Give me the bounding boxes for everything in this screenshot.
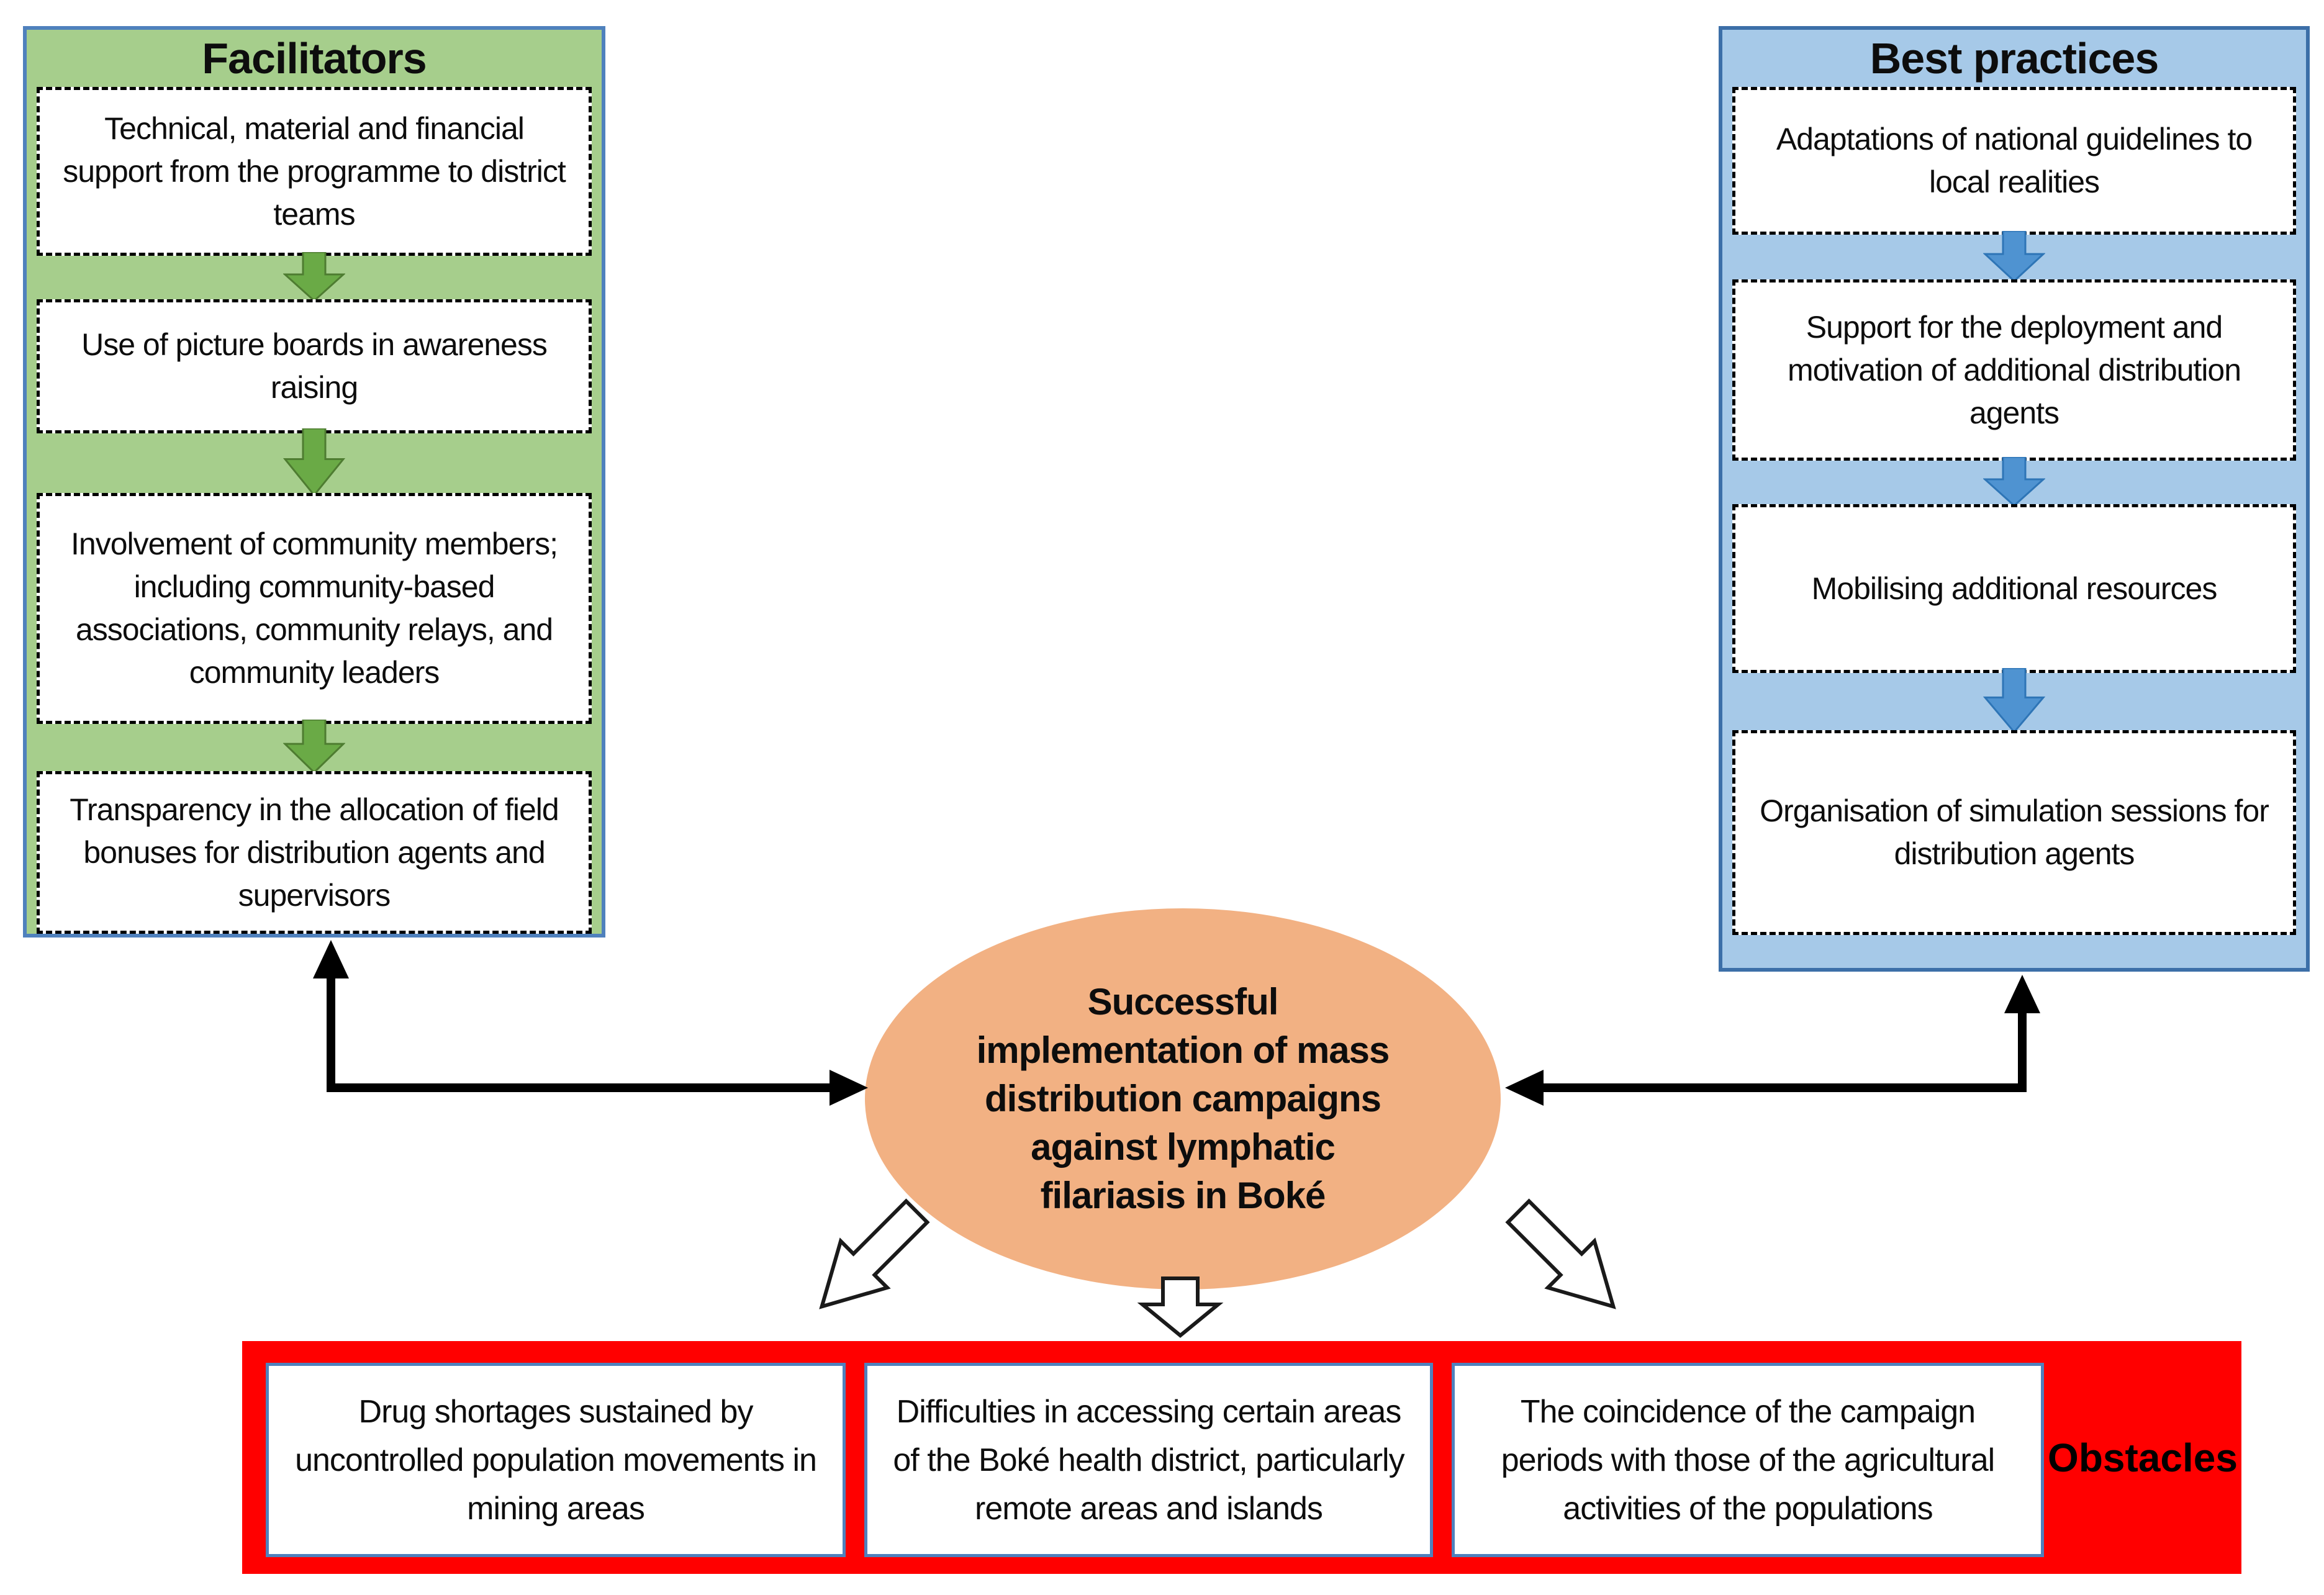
white-outline-arrow-right	[1505, 1198, 1616, 1309]
obstacles-bar: Drug shortages sustained by uncontrolled…	[242, 1341, 2241, 1574]
facilitators-title: Facilitators	[202, 34, 427, 83]
obstacle-item-text: Drug shortages sustained by uncontrolled…	[295, 1393, 817, 1527]
best-practice-item: Organisation of simulation sessions for …	[1732, 730, 2296, 935]
obstacles-title: Obstacles	[2048, 1435, 2238, 1480]
best-practice-item-text: Adaptations of national guidelines to lo…	[1776, 122, 2253, 199]
black-elbow-connector-right	[1505, 975, 2040, 1106]
black-elbow-connector-left	[313, 940, 868, 1106]
facilitator-item-text: Use of picture boards in awareness raisi…	[81, 327, 548, 405]
blue-down-arrow-icon	[1732, 456, 2296, 506]
facilitator-item: Use of picture boards in awareness raisi…	[37, 299, 592, 433]
obstacle-item-text: The coincidence of the campaign periods …	[1501, 1393, 1995, 1527]
best-practice-item: Adaptations of national guidelines to lo…	[1732, 87, 2296, 235]
obstacle-item-text: Difficulties in accessing certain areas …	[893, 1393, 1404, 1527]
best-practices-panel: Best practices Adaptations of national g…	[1719, 26, 2310, 972]
central-outcome-ellipse: Successful implementation of mass distri…	[865, 908, 1501, 1290]
best-practice-item-text: Organisation of simulation sessions for …	[1760, 793, 2269, 871]
facilitator-item: Transparency in the allocation of field …	[37, 771, 592, 934]
obstacle-item: Drug shortages sustained by uncontrolled…	[266, 1363, 846, 1557]
obstacle-item: Difficulties in accessing certain areas …	[864, 1363, 1433, 1557]
green-down-arrow-icon	[37, 720, 592, 773]
facilitators-panel: Facilitators Technical, material and fin…	[23, 26, 605, 938]
best-practice-item: Support for the deployment and motivatio…	[1732, 279, 2296, 461]
green-down-arrow-icon	[37, 428, 592, 495]
white-outline-arrow-left	[819, 1198, 930, 1309]
facilitator-item-text: Technical, material and financial suppor…	[63, 111, 566, 232]
facilitator-item-text: Transparency in the allocation of field …	[70, 792, 559, 913]
central-outcome-text: Successful implementation of mass distri…	[976, 981, 1390, 1216]
facilitator-item: Involvement of community members; includ…	[37, 493, 592, 724]
best-practice-item: Mobilising additional resources	[1732, 504, 2296, 673]
best-practices-title: Best practices	[1870, 34, 2159, 83]
obstacle-item: The coincidence of the campaign periods …	[1452, 1363, 2044, 1557]
facilitator-item: Technical, material and financial suppor…	[37, 87, 592, 256]
facilitator-item-text: Involvement of community members; includ…	[71, 526, 558, 690]
blue-down-arrow-icon	[1732, 668, 2296, 733]
best-practice-item-text: Mobilising additional resources	[1811, 571, 2218, 606]
green-down-arrow-icon	[37, 251, 592, 301]
best-practice-item-text: Support for the deployment and motivatio…	[1787, 309, 2241, 430]
blue-down-arrow-icon	[1732, 230, 2296, 281]
